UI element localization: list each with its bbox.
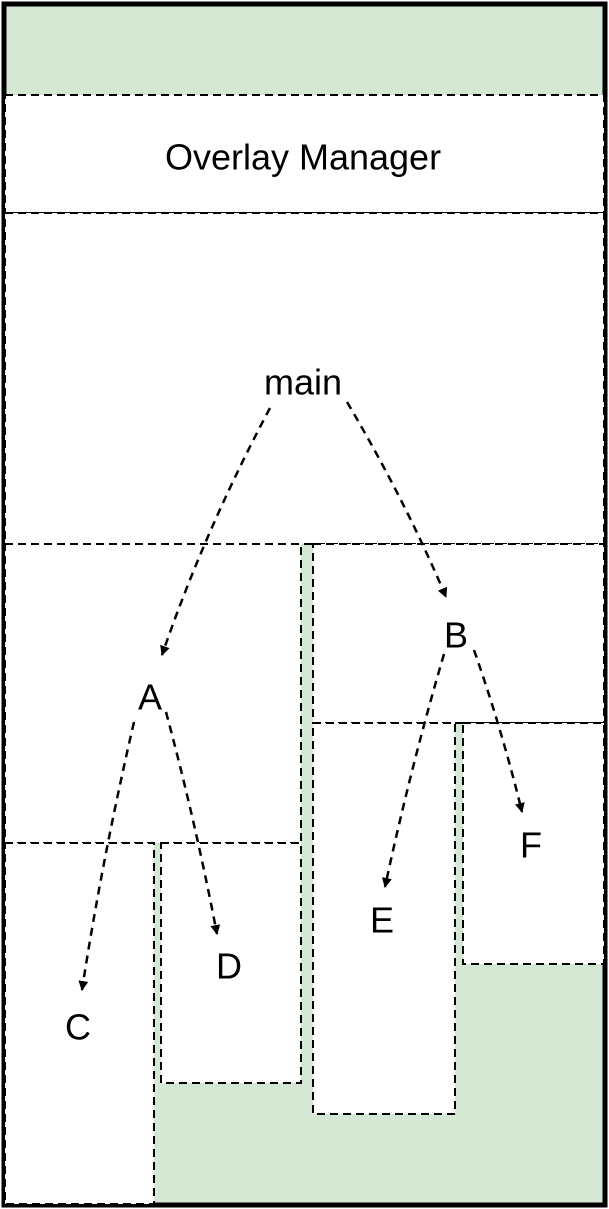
- node-a: A: [138, 677, 162, 718]
- node-d: D: [216, 946, 242, 987]
- panel-f: [462, 722, 605, 965]
- node-main: main: [264, 362, 342, 403]
- node-b: B: [444, 615, 468, 656]
- panel-e: [312, 722, 456, 1115]
- edge-b-to-f: [472, 649, 525, 813]
- edge-main-to-a: [160, 407, 272, 656]
- panel-c: [4, 842, 155, 1205]
- main-panel: [4, 212, 605, 545]
- node-e: E: [370, 900, 394, 941]
- overlay-manager-panel: [4, 94, 605, 214]
- edge-b-to-e: [381, 653, 446, 888]
- node-f: F: [520, 825, 542, 866]
- panel-a: [4, 543, 302, 844]
- edge-a-to-c: [78, 721, 136, 991]
- overlay-manager-label: Overlay Manager: [165, 137, 441, 178]
- panel-d: [160, 842, 302, 1084]
- panel-b: [312, 543, 605, 724]
- edge-a-to-d: [164, 711, 221, 935]
- node-c: C: [65, 1007, 91, 1048]
